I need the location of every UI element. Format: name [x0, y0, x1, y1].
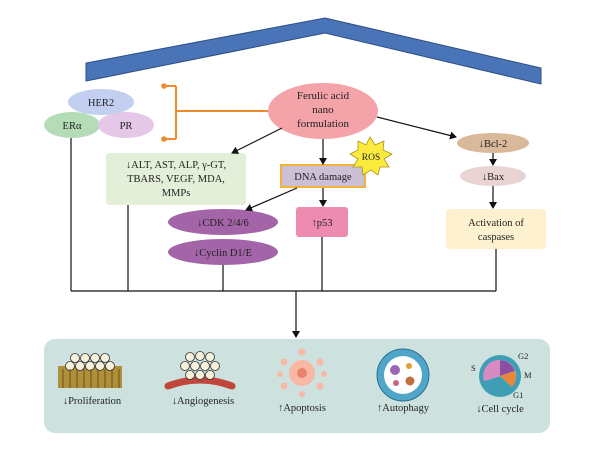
cycle-phase-m: M — [524, 370, 532, 380]
ferulic-label-3: formulation — [297, 118, 349, 130]
pathway-arrows — [231, 116, 497, 212]
apoptosis-label: ↑Apoptosis — [278, 403, 326, 414]
proliferation-icon — [58, 353, 122, 388]
ferulic-label-1: Ferulic acid — [297, 90, 350, 102]
p53-label: ↑p53 — [312, 218, 333, 229]
cyclin-pill — [168, 239, 278, 265]
arrow-dna-to-cdk — [245, 187, 298, 212]
pr-label: PR — [120, 121, 133, 132]
dna-damage-label: DNA damage — [294, 172, 352, 183]
cycle-phase-g1: G1 — [513, 390, 523, 400]
angiogenesis-icon — [164, 351, 236, 390]
autophagy-icon — [376, 348, 430, 402]
proliferation-label: ↓Proliferation — [63, 396, 122, 407]
markers-line-1: ↓ALT, AST, ALP, γ-GT, — [126, 160, 226, 171]
bracket-dot-top — [161, 83, 167, 89]
arrow-ferulic-to-markers — [231, 127, 283, 154]
er-receptor — [44, 112, 100, 138]
bax-node — [460, 166, 526, 186]
bcl2-label: ↓Bcl-2 — [479, 139, 508, 150]
inhibition-bracket — [164, 85, 271, 140]
caspases-line-1: Activation of — [468, 218, 524, 229]
cycle-phase-s: S — [471, 363, 476, 373]
caspases-box — [446, 209, 546, 249]
markers-line-2: TBARS, VEGF, MDA, — [127, 174, 225, 185]
ferulic-label-2: nano — [312, 104, 334, 116]
dna-damage-box — [280, 164, 366, 188]
markers-line-3: MMPs — [162, 188, 191, 199]
her2-label: HER2 — [88, 98, 114, 109]
cell-cycle-icon — [479, 355, 521, 397]
cell-cycle-label: ↓Cell cycle — [476, 404, 524, 415]
ros-star — [349, 136, 393, 176]
convergence-lines — [70, 138, 497, 338]
cdk-label: ↓CDK 2/4/6 — [197, 218, 249, 229]
p53-box — [296, 207, 348, 237]
caspases-line-2: caspases — [478, 232, 514, 243]
er-label: ERα — [63, 121, 82, 132]
bax-label: ↓Bax — [482, 172, 505, 183]
cycle-phase-g2: G2 — [518, 351, 528, 361]
cdk-pill — [168, 209, 278, 235]
pr-receptor — [98, 112, 154, 138]
her2-receptor — [68, 89, 134, 115]
ros-label: ROS — [362, 153, 380, 163]
apoptosis-icon — [277, 348, 327, 397]
markers-box — [106, 153, 246, 205]
autophagy-label: ↑Autophagy — [377, 403, 430, 414]
ferulic-acid-node — [268, 83, 378, 139]
bracket-dot-bottom — [161, 136, 167, 142]
cell-membrane — [85, 17, 542, 85]
cyclin-label: ↓Cyclin D1/E — [194, 248, 252, 259]
angiogenesis-label: ↓Angiogenesis — [172, 396, 234, 407]
arrow-ferulic-to-bcl2 — [376, 116, 457, 140]
bcl2-node — [457, 133, 529, 153]
